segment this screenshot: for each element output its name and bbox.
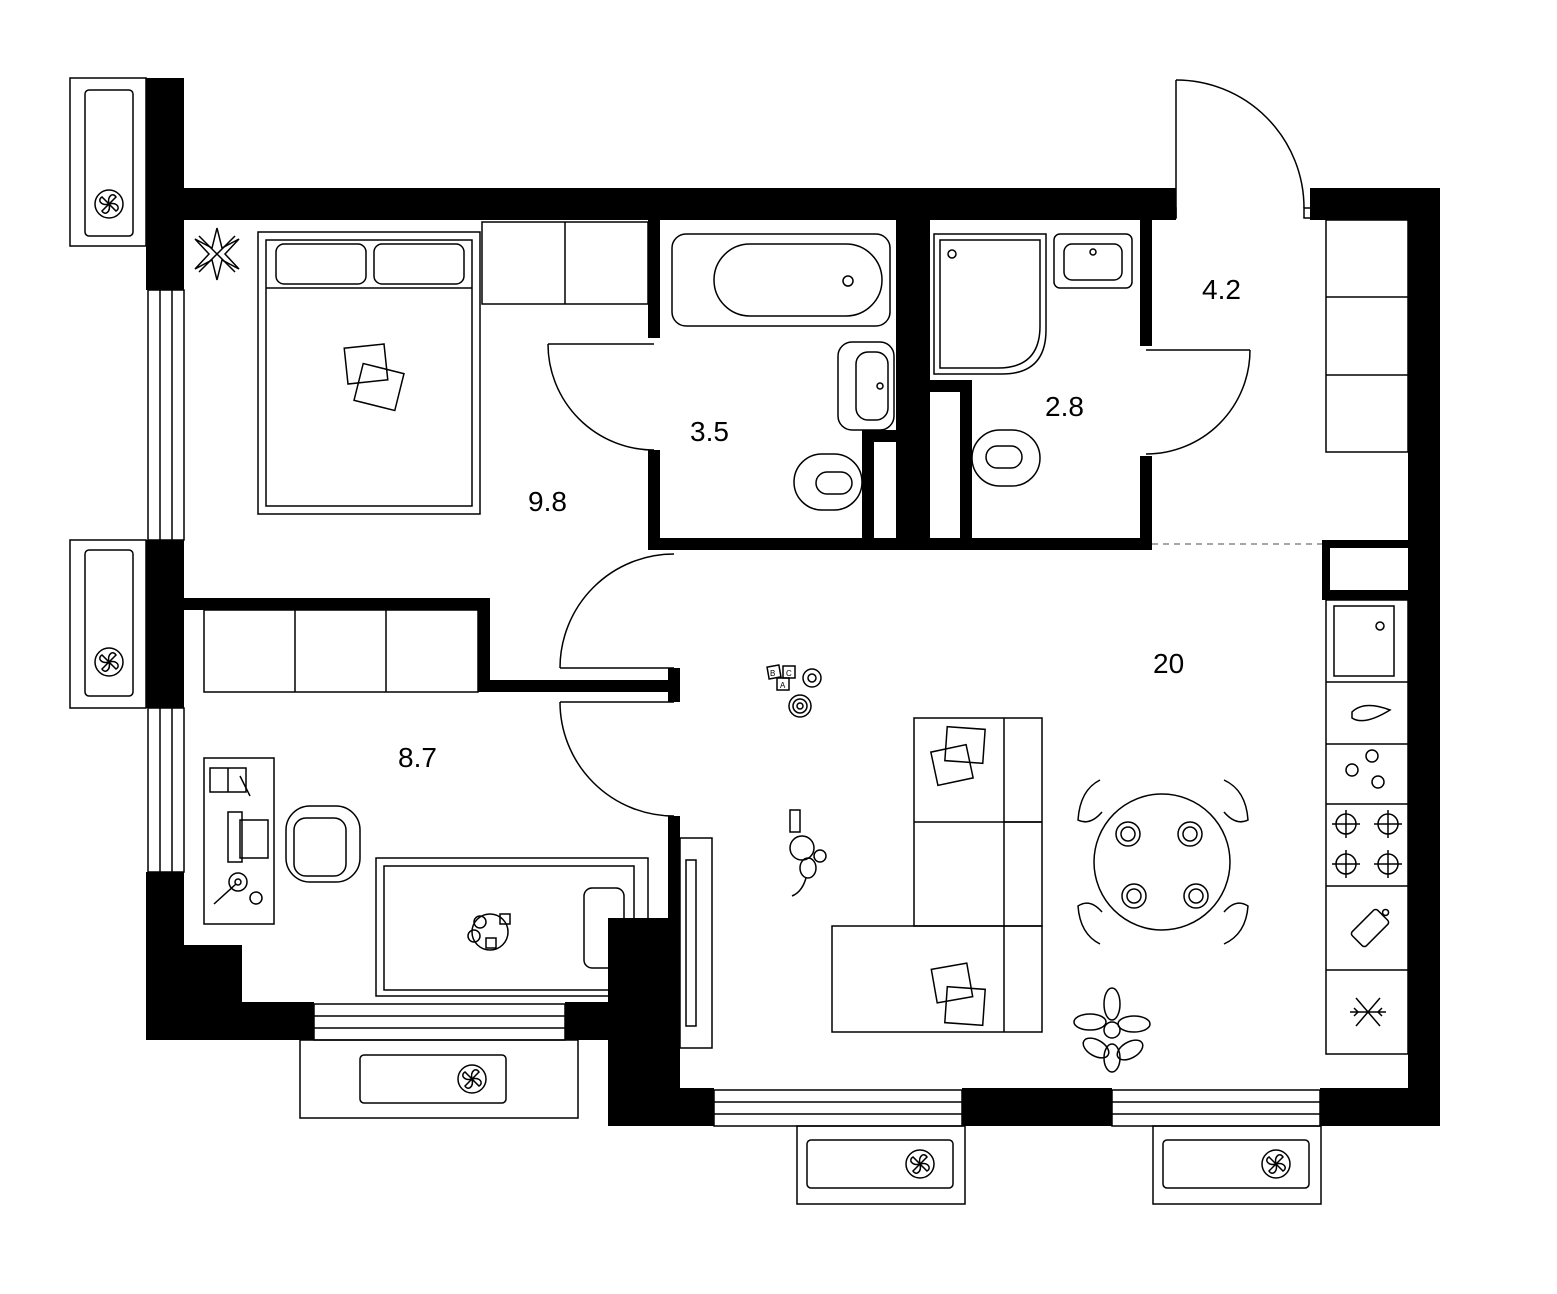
dining-table xyxy=(1077,779,1249,945)
cookware-icon xyxy=(1345,749,1385,789)
snowflake-icon xyxy=(1350,997,1386,1027)
wardrobe xyxy=(481,221,649,305)
fan-icon xyxy=(94,189,124,219)
plant-icon xyxy=(1073,987,1151,1073)
fan-icon xyxy=(457,1064,487,1094)
room-area-kids-room: 8.7 xyxy=(398,742,437,773)
shower-tray xyxy=(933,233,1047,375)
plant-icon xyxy=(194,227,240,281)
cutting-board-icon xyxy=(1350,908,1390,948)
room-area-bathroom: 3.5 xyxy=(690,416,729,447)
sink xyxy=(1053,233,1133,289)
kitchen-counter xyxy=(1325,599,1409,1055)
block-label: A xyxy=(780,681,786,690)
toilet xyxy=(971,429,1041,487)
block-label: B xyxy=(770,669,775,678)
kids-room xyxy=(203,609,649,997)
windows xyxy=(147,289,1321,1127)
bathtub xyxy=(671,233,891,327)
ac-unit xyxy=(796,1125,966,1205)
doors xyxy=(547,79,1322,817)
ac-unit xyxy=(69,77,147,247)
hall-wardrobe xyxy=(1325,219,1409,453)
sofa xyxy=(831,717,1043,1033)
room-area-hallway: 4.2 xyxy=(1202,274,1241,305)
desk xyxy=(203,757,275,925)
shower-room xyxy=(933,233,1133,487)
sink xyxy=(837,341,895,431)
ac-unit xyxy=(299,1039,579,1119)
toy-blocks: B C A xyxy=(766,664,822,718)
toy-icon xyxy=(789,809,827,897)
ac-units xyxy=(69,77,1322,1205)
fan-icon xyxy=(905,1149,935,1179)
drop-icon xyxy=(1351,704,1392,722)
tv-console xyxy=(679,837,713,1049)
room-area-shower-room: 2.8 xyxy=(1045,391,1084,422)
bedroom xyxy=(194,221,649,515)
single-bed xyxy=(375,857,649,997)
chair xyxy=(285,805,361,883)
room-area-bedroom: 9.8 xyxy=(528,486,567,517)
fan-icon xyxy=(94,647,124,677)
toilet xyxy=(793,453,863,511)
ac-unit xyxy=(69,539,147,709)
living-kitchen: B C A xyxy=(679,599,1409,1073)
sink-icon xyxy=(1333,605,1395,677)
fan-icon xyxy=(1261,1149,1291,1179)
double-bed xyxy=(257,231,481,515)
wardrobe xyxy=(203,609,479,693)
walls xyxy=(146,78,1440,1126)
ac-unit xyxy=(1152,1125,1322,1205)
toy-icon xyxy=(467,913,511,951)
hob-burner-icon xyxy=(1332,810,1402,878)
block-label: C xyxy=(786,669,792,678)
bathroom xyxy=(671,233,895,511)
room-area-living-kitchen: 20 xyxy=(1153,648,1185,679)
